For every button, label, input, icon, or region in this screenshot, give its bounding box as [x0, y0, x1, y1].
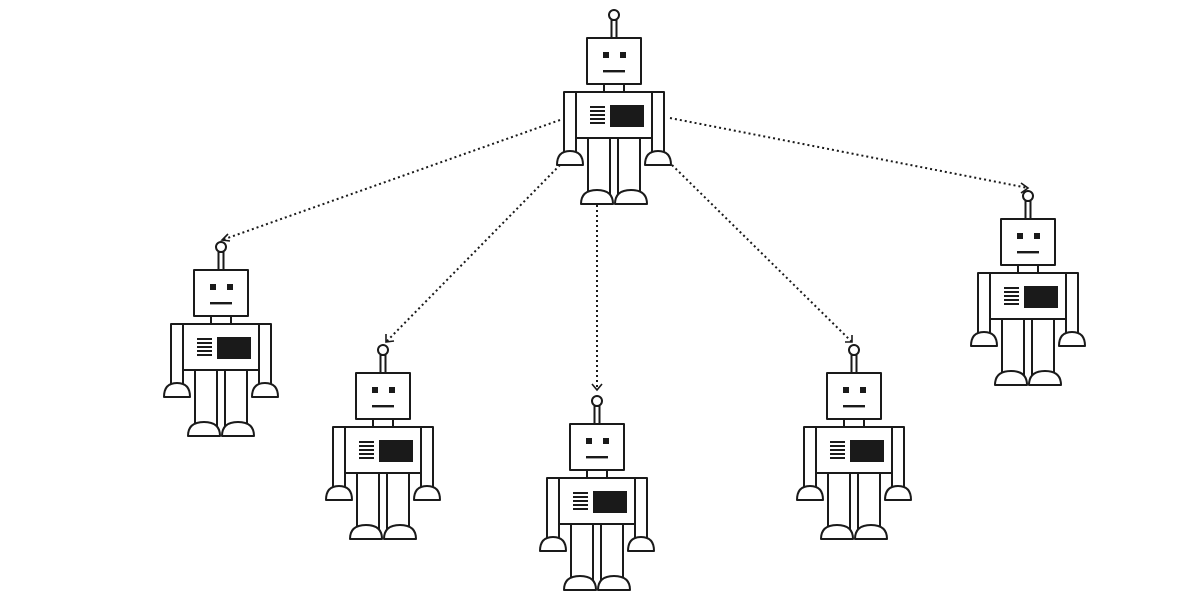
- robot-icon: [556, 9, 672, 205]
- edge-root-to-inner-right-arrowhead: [845, 335, 853, 343]
- edge-root-to-right: [669, 117, 1029, 189]
- edge-root-to-inner-left: [385, 164, 561, 343]
- edge-root-to-right-arrowhead: [1020, 182, 1030, 194]
- edge-root-to-left-arrowhead: [220, 233, 231, 242]
- edge-root-to-center-arrowhead: [591, 383, 603, 392]
- robot-icon: [970, 190, 1086, 386]
- robot-icon: [325, 344, 441, 540]
- edge-root-to-inner-right: [671, 164, 853, 343]
- connectors: [220, 117, 1030, 392]
- robot-icon: [539, 395, 655, 591]
- robots: [163, 9, 1086, 591]
- robot-icon: [796, 344, 912, 540]
- robot-icon: [163, 241, 279, 437]
- edge-root-to-left: [221, 119, 561, 241]
- edge-root-to-inner-left-arrowhead: [385, 334, 395, 343]
